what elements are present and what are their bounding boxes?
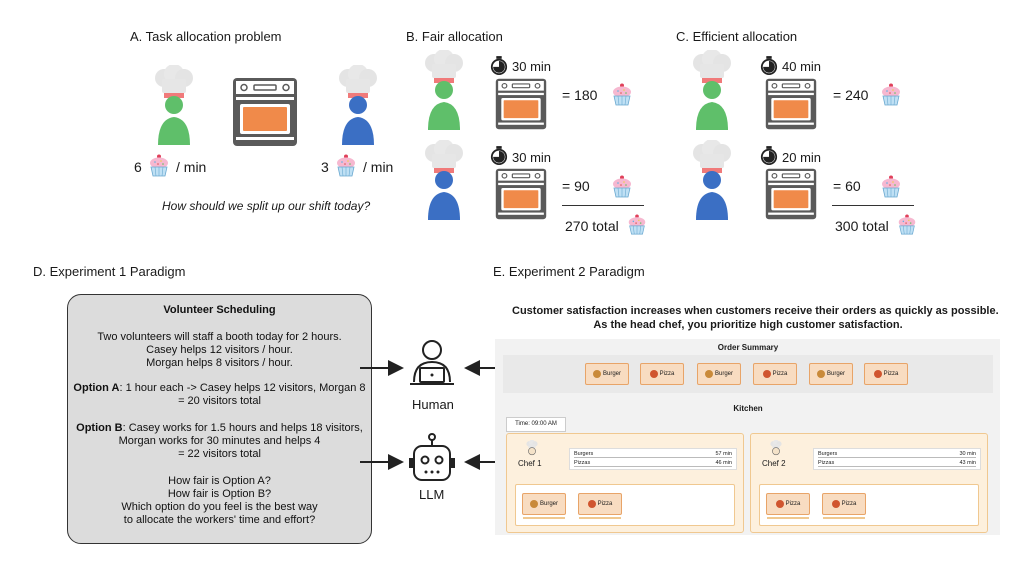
allocation-question: How should we split up our shift today? (162, 199, 371, 213)
panel-a-title: A. Task allocation problem (130, 29, 282, 44)
burgers-time: 57 min (715, 451, 732, 457)
burger-icon (816, 370, 825, 378)
burgers-label: Burgers (818, 451, 838, 457)
intro-line: Morgan helps 8 visitors / hour. (146, 357, 293, 369)
order-card-burger[interactable]: Burger (809, 363, 853, 385)
pizzas-label: Pizzas (818, 460, 835, 466)
efficient-top-time: 40 min (782, 59, 822, 74)
option-a-line: = 20 visitors total (178, 395, 261, 407)
panel-c-title: C. Efficient allocation (676, 29, 798, 44)
queue-card-burger[interactable]: Burger (522, 493, 566, 519)
order-card-pizza[interactable]: Pizza (753, 363, 797, 385)
order-summary-title: Order Summary (717, 343, 779, 352)
human-laptop-icon (410, 340, 454, 385)
option-a-line: Option A: 1 hour each -> Casey helps 12 … (73, 382, 366, 394)
burgers-label: Burgers (574, 451, 594, 457)
question-line: to allocate the workers' time and effort… (123, 514, 316, 526)
order-summary-bar (503, 355, 993, 393)
question-line: How fair is Option A? (168, 475, 271, 487)
volunteer-scheduling-card: Volunteer Scheduling Two volunteers will… (67, 294, 372, 544)
chef-1-station: Chef 1 Burgers 57 min Pizzas 46 min Burger… (506, 433, 744, 533)
pizza-icon (831, 500, 840, 508)
intro-line: Casey helps 12 visitors / hour. (146, 344, 293, 356)
order-card-burger[interactable]: Burger (697, 363, 741, 385)
pizza-icon (873, 370, 882, 378)
blue-chef-icon (693, 140, 731, 220)
pizzas-time: 43 min (959, 460, 976, 466)
pizza-icon (649, 370, 658, 378)
left-rate-unit: / min (176, 159, 207, 175)
green-chef-icon (425, 50, 463, 130)
queue-card-pizza[interactable]: Pizza (766, 493, 810, 519)
green-chef-icon (693, 50, 731, 130)
burgers-time: 30 min (959, 451, 976, 457)
pizza-icon (587, 500, 596, 508)
order-card-burger[interactable]: Burger (585, 363, 629, 385)
fair-top-time: 30 min (512, 59, 552, 74)
burger-icon (704, 370, 713, 378)
robot-icon (409, 433, 455, 481)
fair-top-result: = 180 (562, 87, 598, 103)
e-instruction-line: Customer satisfaction increases when cus… (512, 305, 999, 317)
panel-d-title: D. Experiment 1 Paradigm (33, 264, 186, 279)
efficient-top-result: = 240 (833, 87, 869, 103)
question-line: Which option do you feel is the best way (121, 501, 318, 513)
pizzas-label: Pizzas (574, 460, 591, 466)
fair-bottom-result: = 90 (562, 178, 590, 194)
chef-avatar-icon (770, 440, 782, 456)
efficient-bottom-time: 20 min (782, 150, 822, 165)
llm-label: LLM (419, 487, 445, 502)
blue-chef-icon (425, 140, 463, 220)
right-rate-number: 3 (321, 159, 329, 175)
chef-2-station: Chef 2 Burgers 30 min Pizzas 43 min Pizza … (750, 433, 988, 533)
blue-chef-icon (339, 65, 377, 145)
fair-bottom-time: 30 min (512, 150, 552, 165)
sum-divider (562, 205, 644, 206)
pizza-icon (775, 500, 784, 508)
e-instruction-line: As the head chef, you prioritize high cu… (593, 319, 903, 331)
sum-divider (832, 205, 914, 206)
human-label: Human (412, 397, 454, 412)
option-b-line: Option B: Casey works for 1.5 hours and … (76, 422, 363, 434)
green-chef-icon (155, 65, 193, 145)
efficient-bottom-result: = 60 (833, 178, 861, 194)
time-display: Time: 09:00 AM (506, 417, 566, 432)
queue-card-pizza[interactable]: Pizza (822, 493, 866, 519)
question-line: How fair is Option B? (167, 488, 272, 500)
order-card-pizza[interactable]: Pizza (640, 363, 684, 385)
chef-wait-times: Burgers 57 min Pizzas 46 min (569, 448, 737, 470)
chef-queue: Pizza Pizza (759, 484, 979, 526)
chef-avatar-icon (526, 440, 538, 456)
option-b-line: Morgan works for 30 minutes and helps 4 (118, 435, 321, 447)
pizza-icon (762, 370, 771, 378)
option-b-line: = 22 visitors total (178, 448, 261, 460)
burger-icon (529, 500, 538, 508)
panel-b-title: B. Fair allocation (406, 29, 503, 44)
panel-e-title: E. Experiment 2 Paradigm (493, 264, 645, 279)
card-title: Volunteer Scheduling (163, 304, 276, 316)
pizzas-time: 46 min (715, 460, 732, 466)
burger-icon (592, 370, 601, 378)
chef-name: Chef 1 (518, 459, 542, 468)
kitchen-title: Kitchen (733, 404, 763, 413)
right-rate-unit: / min (363, 159, 394, 175)
chef-name: Chef 2 (762, 459, 786, 468)
fair-total: 270 total (565, 218, 619, 234)
queue-card-pizza[interactable]: Pizza (578, 493, 622, 519)
efficient-total: 300 total (835, 218, 889, 234)
chef-queue: Burger Pizza (515, 484, 735, 526)
chef-wait-times: Burgers 30 min Pizzas 43 min (813, 448, 981, 470)
order-card-pizza[interactable]: Pizza (864, 363, 908, 385)
intro-line: Two volunteers will staff a booth today … (97, 331, 342, 343)
left-rate-number: 6 (134, 159, 142, 175)
